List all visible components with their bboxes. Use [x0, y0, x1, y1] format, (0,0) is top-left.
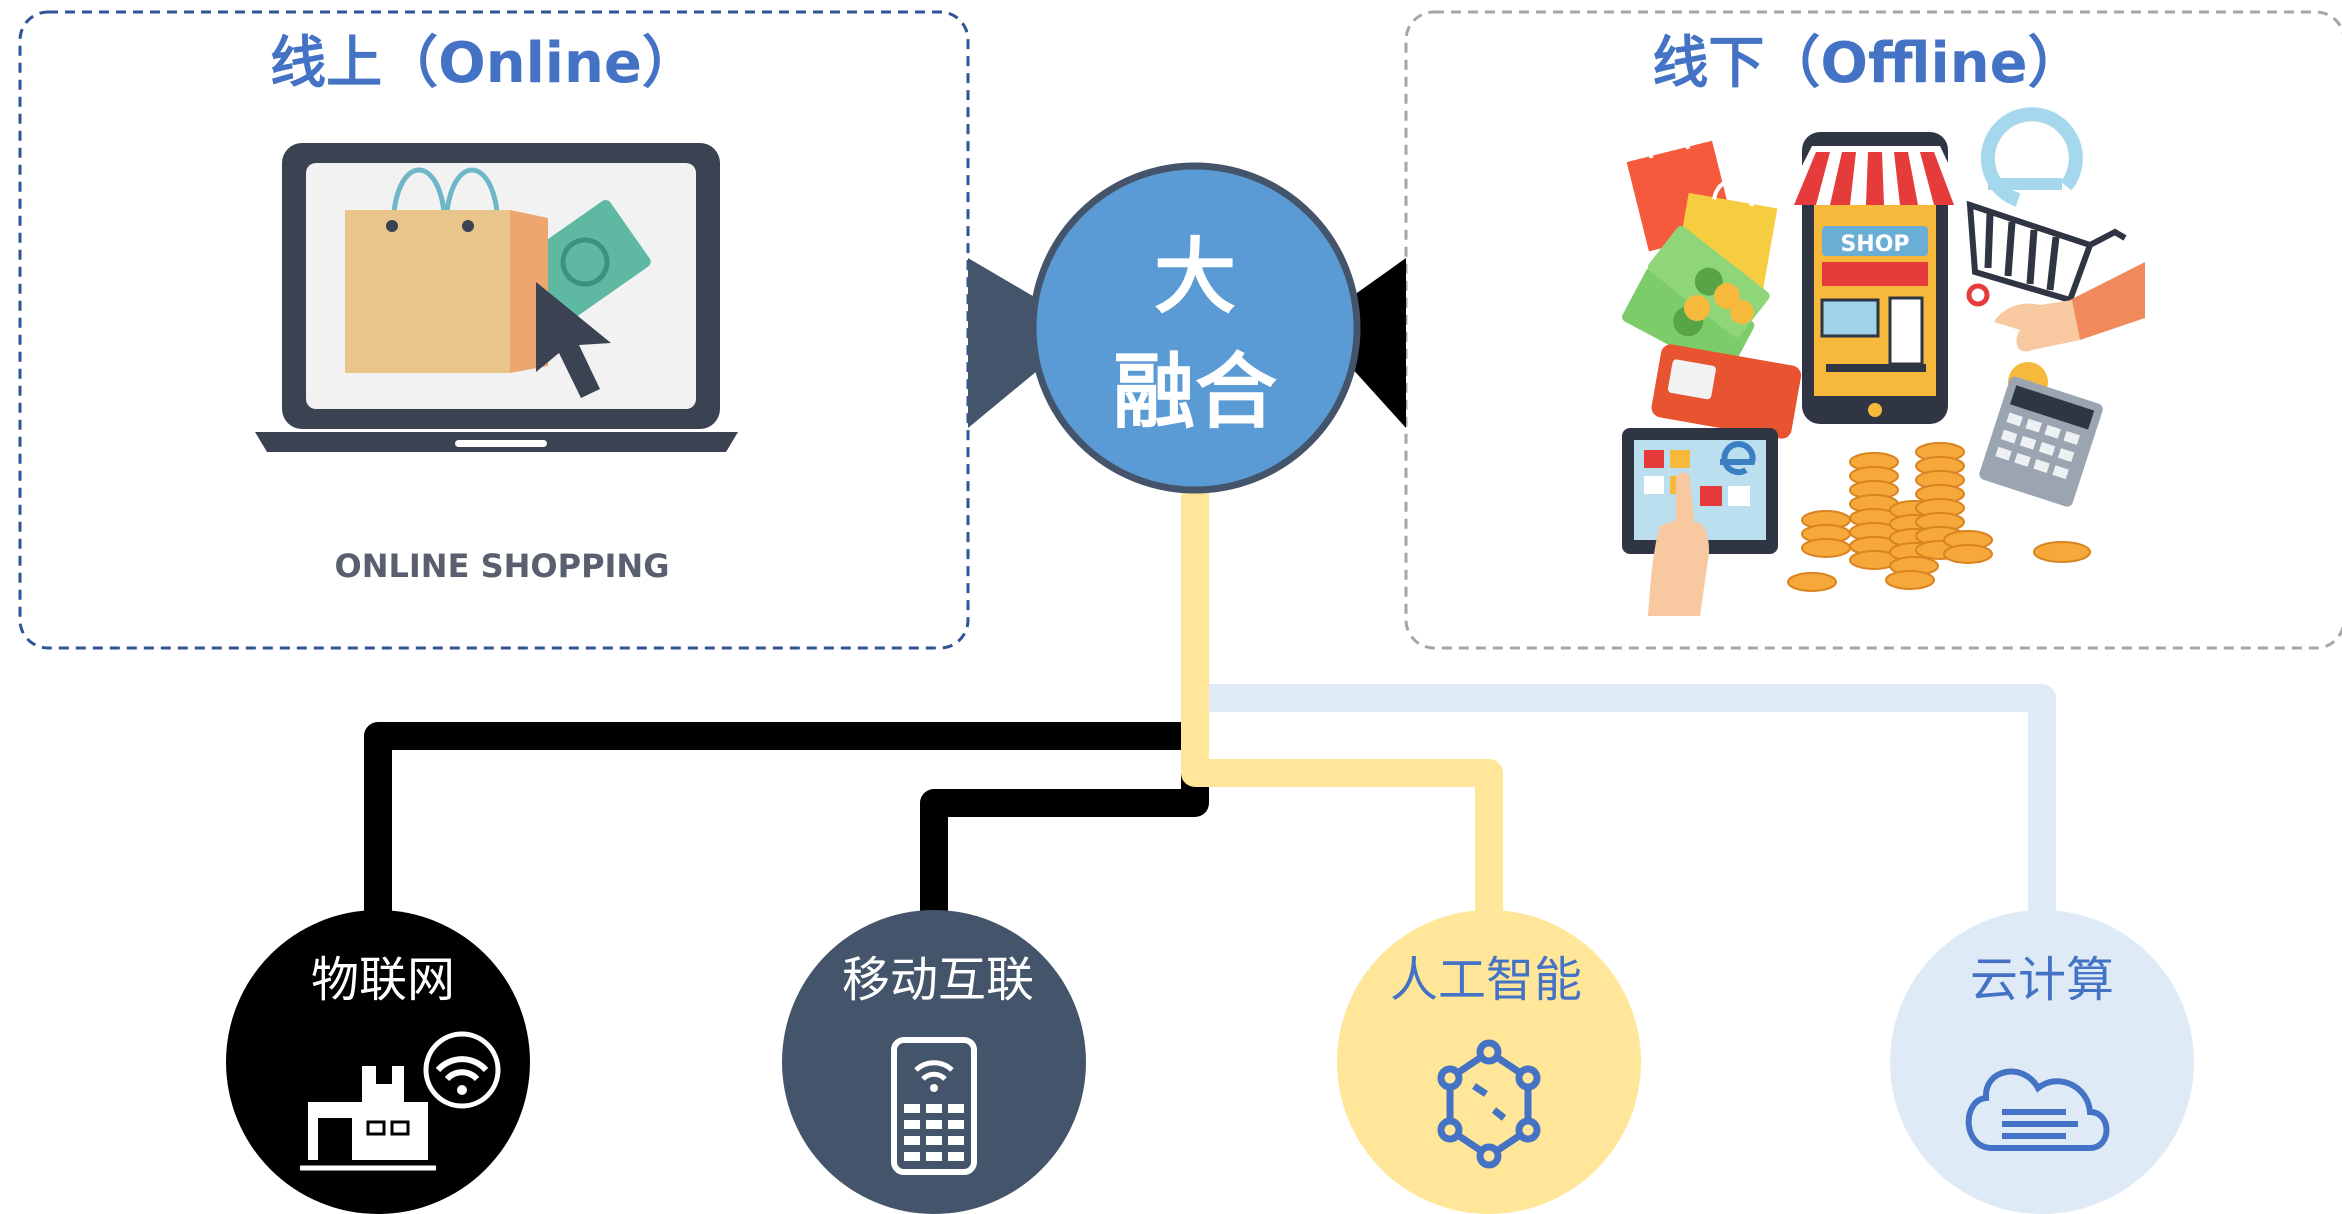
- connector-cloud: [1207, 684, 2056, 920]
- factory-wifi-icon: [300, 1031, 501, 1171]
- connector-ai-spine: [1181, 488, 1503, 920]
- node-mobile-label: 移动互联: [842, 952, 1034, 1008]
- hub-label-line2: 融合: [1113, 345, 1277, 440]
- cloud-icon: [1965, 1068, 2110, 1151]
- offline-title: 线下（Offline）: [1652, 31, 2083, 96]
- node-ai-label: 人工智能: [1390, 952, 1582, 1008]
- network-nodes-icon: [1437, 1039, 1541, 1169]
- node-iot: 物联网: [226, 910, 530, 1214]
- hub-label-line1: 大: [1154, 230, 1236, 325]
- node-ai: 人工智能: [1337, 910, 1641, 1214]
- node-cloud-label: 云计算: [1970, 952, 2114, 1008]
- offline-shopping-illustration: SHOP: [1621, 107, 2145, 616]
- mobile-phone-icon: [891, 1037, 977, 1175]
- connector-mobile: [920, 736, 1209, 920]
- connector-iot: [364, 722, 1195, 920]
- connector-lines: [364, 488, 2056, 920]
- shop-sign-text: SHOP: [1840, 232, 1909, 257]
- hub-circle: [1029, 162, 1361, 494]
- node-mobile: 移动互联: [782, 910, 1086, 1214]
- node-iot-label: 物联网: [311, 952, 455, 1008]
- node-cloud: 云计算: [1890, 910, 2194, 1214]
- laptop-shopping-illustration: [255, 143, 738, 452]
- online-title: 线上（Online）: [270, 31, 698, 96]
- online-shopping-caption: ONLINE SHOPPING: [335, 547, 670, 585]
